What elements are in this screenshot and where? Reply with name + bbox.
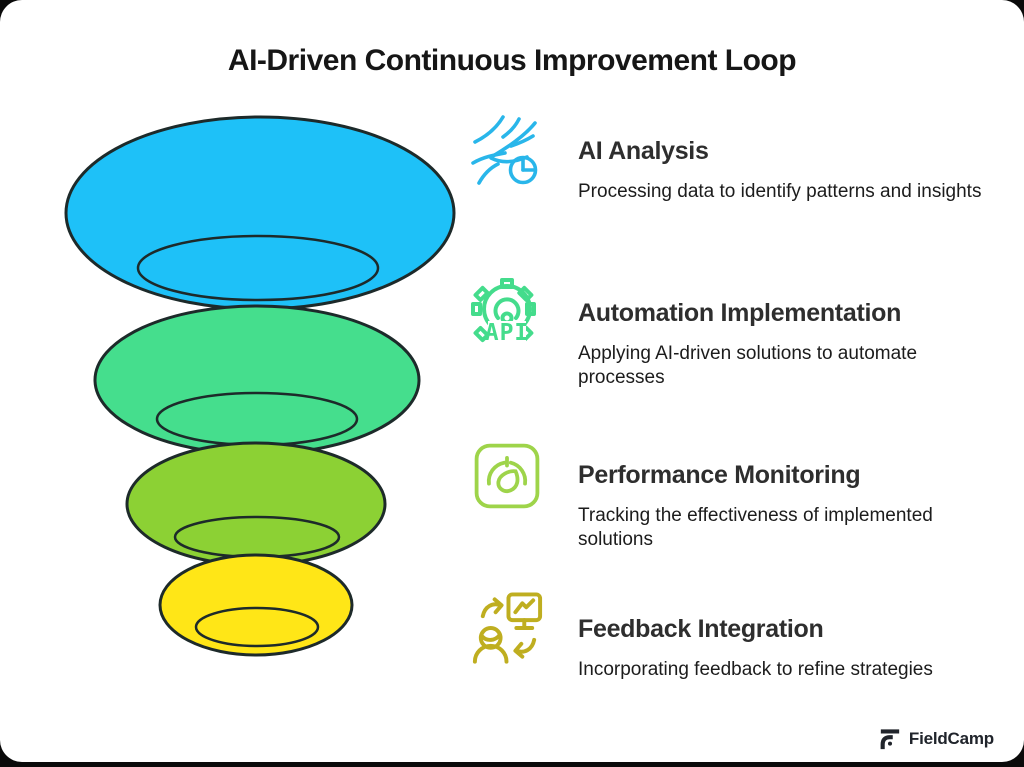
funnel-level-performance (125, 441, 387, 567)
feedback-integration-icon (465, 588, 548, 671)
step-title: AI Analysis (578, 137, 709, 165)
step-description: Incorporating feedback to refine strateg… (578, 659, 933, 680)
fieldcamp-logo-icon (880, 729, 900, 750)
step-title: Feedback Integration (578, 615, 824, 643)
page-title: AI-Driven Continuous Improvement Loop (227, 44, 797, 77)
step-title: Performance Monitoring (578, 461, 861, 489)
svg-text:API: API (484, 320, 529, 346)
funnel-level-ai-analysis (64, 115, 456, 311)
automation-gear-api-icon: API (465, 272, 548, 355)
funnel-diagram (64, 115, 456, 657)
step-automation-implementation: API Automation Implementation Applying A… (465, 272, 1013, 390)
performance-gauge-icon (465, 434, 548, 517)
step-feedback-integration: Feedback Integration Incorporating feedb… (465, 588, 1013, 682)
step-title: Automation Implementation (578, 299, 902, 327)
funnel-level-automation (93, 304, 421, 456)
step-performance-monitoring: Performance Monitoring Tracking the effe… (465, 434, 1013, 552)
brand-name: FieldCamp (908, 729, 994, 748)
step-description: Processing data to identify patterns and… (578, 181, 982, 202)
step-ai-analysis: AI Analysis Processing data to identify … (465, 110, 1013, 204)
step-description: Tracking the effectiveness of implemente… (578, 505, 933, 550)
funnel-level-feedback (158, 553, 354, 657)
step-description: Applying AI-driven solutions to automate… (578, 343, 918, 388)
brand-logo: FieldCamp (878, 728, 994, 750)
ai-analysis-icon (465, 110, 548, 193)
